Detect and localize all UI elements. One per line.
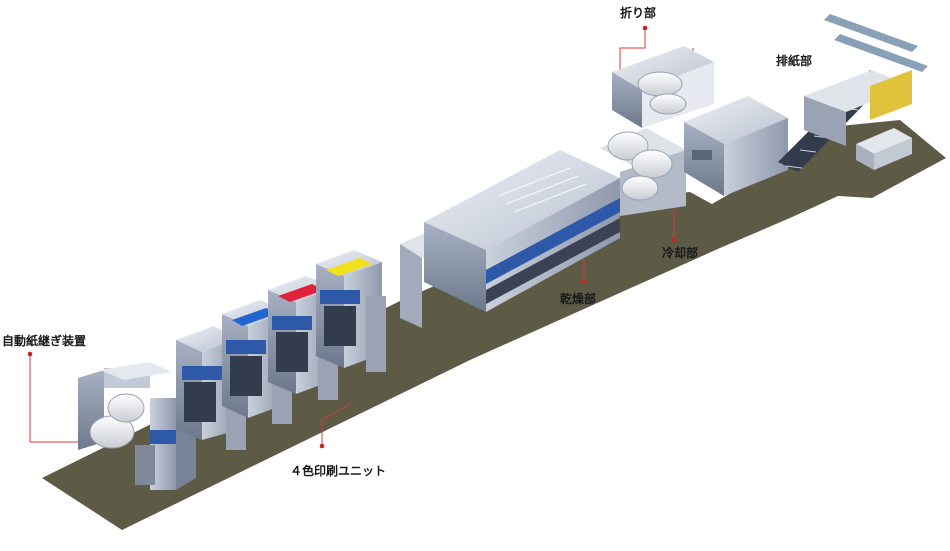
label-folding: 折り部: [620, 6, 657, 20]
folding-unit: [612, 46, 788, 196]
magenta-ink-fountain: [278, 284, 324, 302]
label-drying: 乾燥部: [560, 292, 597, 306]
label-delivery: 排紙部: [776, 54, 813, 68]
label-printing: ４色印刷ユニット: [290, 464, 387, 478]
delivery-unit: [804, 14, 928, 170]
leader-dots: [27, 25, 677, 449]
printing-unit-4: [316, 250, 386, 372]
dryer-unit: [400, 150, 620, 328]
yellow-ink-fountain: [326, 258, 372, 276]
floor-platform: [42, 120, 946, 530]
cooling-unit: [600, 128, 686, 216]
label-cooling: 冷却部: [662, 246, 699, 260]
cyan-ink-fountain: [232, 308, 276, 326]
label-splicer: 自動紙継ぎ装置: [2, 334, 87, 348]
